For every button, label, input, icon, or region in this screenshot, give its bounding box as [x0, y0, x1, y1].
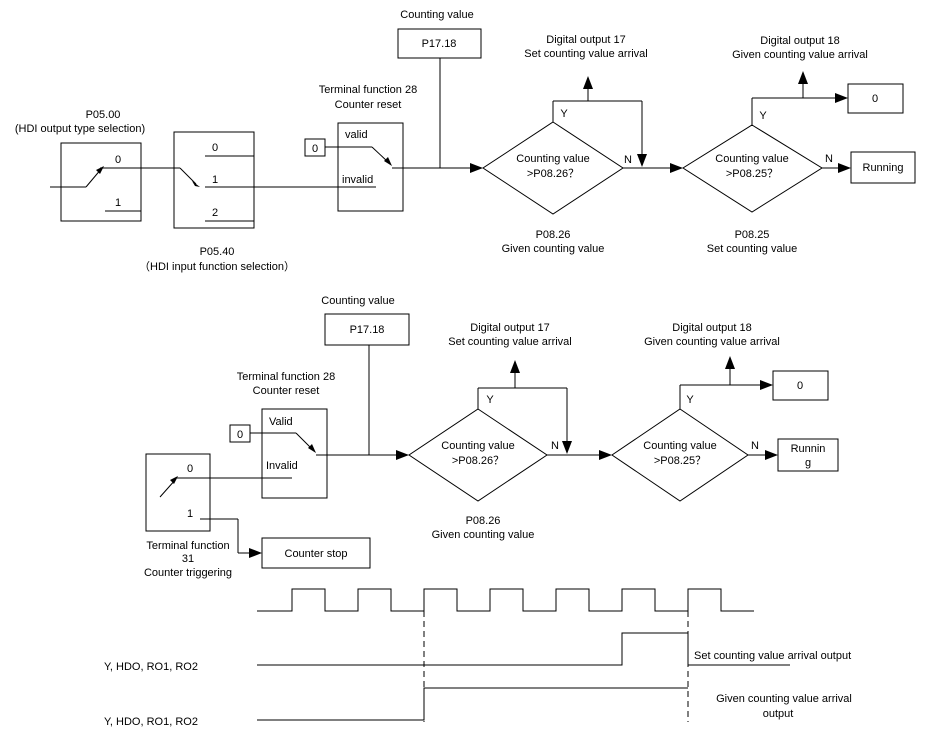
hdi-output-desc: (HDI output type selection) — [15, 123, 145, 135]
hdi-input-opt0: 0 — [212, 142, 218, 154]
top-running-label: Running — [863, 162, 904, 174]
top-tf28-title: Terminal function 28 — [319, 84, 417, 96]
top-do17-title: Digital output 17 — [546, 34, 626, 46]
bottom-output-zero-box — [772, 370, 829, 401]
timing-row1-label: Y, HDO, RO1, RO2 — [104, 661, 198, 673]
top-counter-reset-box — [337, 122, 404, 212]
hdi-input-code: P05.40 — [200, 246, 235, 258]
top-p0826-desc: Given counting value — [502, 243, 605, 255]
counting-pulse-train — [257, 588, 754, 612]
bottom-invalid-label: Invalid — [266, 460, 298, 472]
bottom-running-box — [777, 438, 839, 472]
top-d1-y: Y — [560, 108, 568, 120]
hdi-input-opt1: 1 — [212, 174, 218, 186]
top-invalid-label: invalid — [342, 174, 373, 186]
bottom-tf31-line1: Terminal function — [146, 540, 229, 552]
top-do18-sub: Given counting value arrival — [732, 49, 868, 61]
bottom-tf31-line3: Counter triggering — [144, 567, 232, 579]
bottom-do17-sub: Set counting value arrival — [448, 336, 572, 348]
top-d2-line2: >P08.25？ — [726, 168, 778, 180]
bottom-tf28-sub: Counter reset — [253, 385, 320, 397]
bottom-counter-reset-box — [261, 408, 328, 499]
bottom-p0826-desc: Given counting value — [432, 529, 535, 541]
bottom-trigger-opt0: 0 — [187, 463, 193, 475]
top-running-box — [850, 151, 916, 184]
bottom-cv-title: Counting value — [321, 295, 394, 307]
top-reset-zero: 0 — [312, 143, 318, 155]
top-decision-p0825 — [682, 124, 823, 213]
top-cv-code: P17.18 — [422, 38, 457, 50]
top-d1-n: N — [624, 154, 632, 166]
bottom-trigger-switch-box — [145, 453, 211, 532]
top-d1-line2: >P08.26？ — [527, 168, 579, 180]
bottom-output-zero: 0 — [797, 380, 803, 392]
top-tf28-sub: Counter reset — [335, 99, 402, 111]
top-d2-line1: Counting value — [715, 153, 788, 165]
timing-row2-label: Y, HDO, RO1, RO2 — [104, 716, 198, 728]
timing-row1-output: Set counting value arrival output — [694, 650, 851, 662]
timing-row2-output-l2: output — [763, 708, 794, 720]
top-d2-n: N — [825, 153, 833, 165]
bottom-cv-code: P17.18 — [350, 324, 385, 336]
top-do17-sub: Set counting value arrival — [524, 48, 648, 60]
bottom-d1-n: N — [551, 440, 559, 452]
bottom-diagram: Counting value P17.18 Terminal function … — [144, 295, 839, 579]
bottom-decision-p0825 — [611, 408, 749, 502]
top-p0825-desc: Set counting value — [707, 243, 798, 255]
bottom-p0826-code: P08.26 — [466, 515, 501, 527]
bottom-running-l2: g — [805, 457, 811, 469]
top-diagram: P05.00 (HDI output type selection) 0 1 0… — [15, 9, 916, 273]
timing-diagram: Y, HDO, RO1, RO2 Set counting value arri… — [104, 588, 852, 728]
bottom-do18-title: Digital output 18 — [672, 322, 752, 334]
counter-stop-box — [261, 537, 371, 569]
bottom-do18-sub: Given counting value arrival — [644, 336, 780, 348]
hdi-input-opt2: 2 — [212, 207, 218, 219]
top-cv-box — [397, 28, 482, 59]
bottom-d2-line2: >P08.25？ — [654, 455, 706, 467]
top-valid-label: valid — [345, 129, 368, 141]
bottom-d1-line2: >P08.26？ — [452, 455, 504, 467]
bottom-d2-line1: Counting value — [643, 440, 716, 452]
top-do18-title: Digital output 18 — [760, 35, 840, 47]
bottom-d2-y: Y — [686, 394, 694, 406]
top-output-zero: 0 — [872, 93, 878, 105]
hdi-output-opt0: 0 — [115, 154, 121, 166]
timing-row2-output-l1: Given counting value arrival — [716, 693, 852, 705]
hdi-input-desc: （HDI input function selection） — [139, 260, 295, 273]
bottom-cv-box — [324, 313, 410, 346]
bottom-tf31-line2: 31 — [182, 553, 194, 565]
top-output-zero-box — [847, 83, 904, 114]
top-p0826-code: P08.26 — [536, 229, 571, 241]
top-d1-line1: Counting value — [516, 153, 589, 165]
bottom-do17-title: Digital output 17 — [470, 322, 550, 334]
bottom-d1-y: Y — [486, 394, 494, 406]
hdi-input-select-box — [173, 131, 255, 229]
bottom-tf28-title: Terminal function 28 — [237, 371, 335, 383]
bottom-valid-label: Valid — [269, 416, 293, 428]
set-arrival-output-signal — [257, 632, 790, 666]
bottom-trigger-opt1: 1 — [187, 508, 193, 520]
top-cv-title: Counting value — [400, 9, 473, 21]
top-p0825-code: P08.25 — [735, 229, 770, 241]
bottom-decision-p0826 — [408, 408, 548, 502]
bottom-d1-line1: Counting value — [441, 440, 514, 452]
hdi-output-opt1: 1 — [115, 197, 121, 209]
bottom-reset-zero: 0 — [237, 429, 243, 441]
bottom-d2-n: N — [751, 440, 759, 452]
bottom-running-l1: Runnin — [791, 443, 826, 455]
hdi-output-switch-box — [60, 142, 142, 222]
hdi-output-code: P05.00 — [86, 109, 121, 121]
top-decision-p0826 — [482, 121, 624, 215]
counter-stop-label: Counter stop — [285, 548, 348, 560]
top-d2-y: Y — [759, 110, 767, 122]
given-arrival-output-signal — [257, 687, 688, 721]
